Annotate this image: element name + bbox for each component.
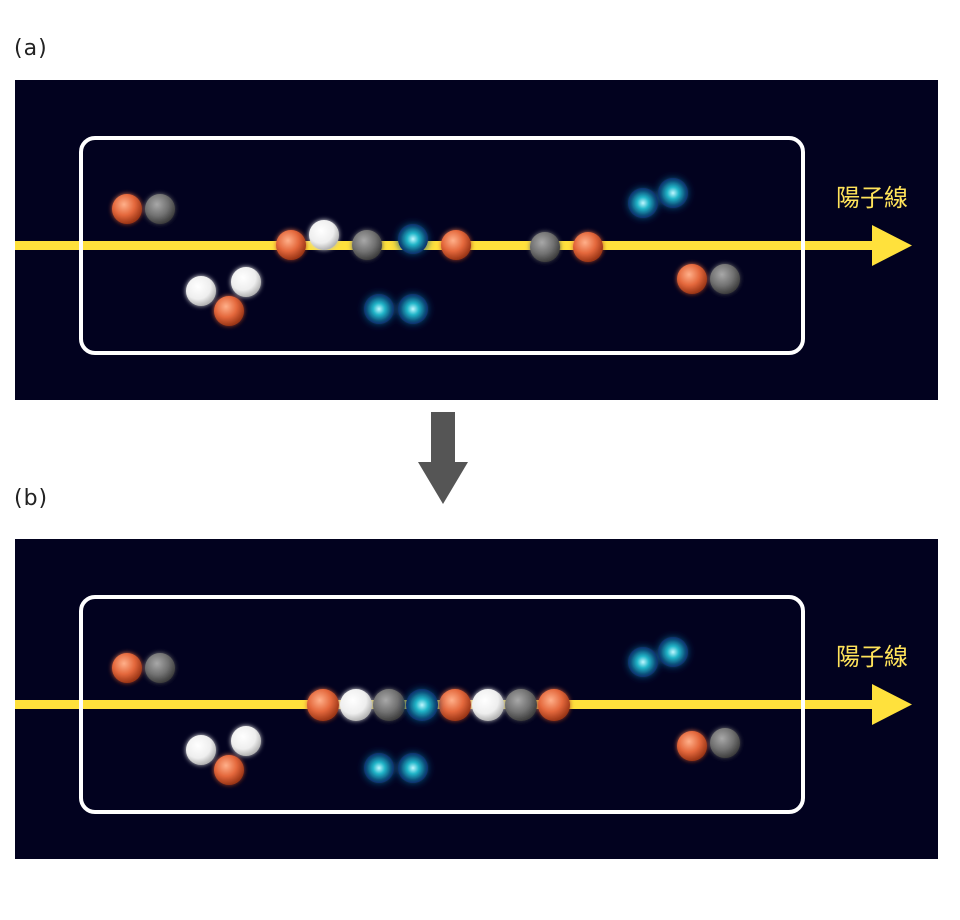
aligned-particle-chain xyxy=(307,689,570,721)
panel-b-diagram xyxy=(15,539,938,859)
target-frame xyxy=(79,595,805,814)
teal-pair-top-right xyxy=(628,637,688,677)
teal-pair-top-right xyxy=(628,178,688,218)
panel-a-diagram xyxy=(15,80,938,400)
panel-a-label: (a) xyxy=(14,36,48,61)
panel-b-label: (b) xyxy=(14,486,49,511)
particle-trio-lower-left xyxy=(186,267,261,326)
particles-on-beam xyxy=(276,220,603,262)
teal-pair-bottom-center xyxy=(364,294,428,324)
particle-pair-right xyxy=(677,728,740,761)
teal-pair-bottom-center xyxy=(364,753,428,783)
particle-pair-top-left xyxy=(112,194,175,224)
target-frame xyxy=(79,136,805,355)
panel-a: 陽子線 xyxy=(15,80,938,400)
panel-b: 陽子線 xyxy=(15,539,938,859)
beam-label-b: 陽子線 xyxy=(836,643,908,671)
teal-particle-on-beam xyxy=(398,224,428,254)
teal-particle-in-chain xyxy=(406,689,438,721)
particle-pair-top-left xyxy=(112,653,175,683)
down-arrow-icon xyxy=(418,412,468,504)
background xyxy=(15,80,938,400)
beam-arrowhead xyxy=(872,225,912,266)
particle-trio-lower-left xyxy=(186,726,261,785)
beam-arrowhead xyxy=(872,684,912,725)
particle-pair-right xyxy=(677,264,740,294)
beam-label-a: 陽子線 xyxy=(836,184,908,212)
